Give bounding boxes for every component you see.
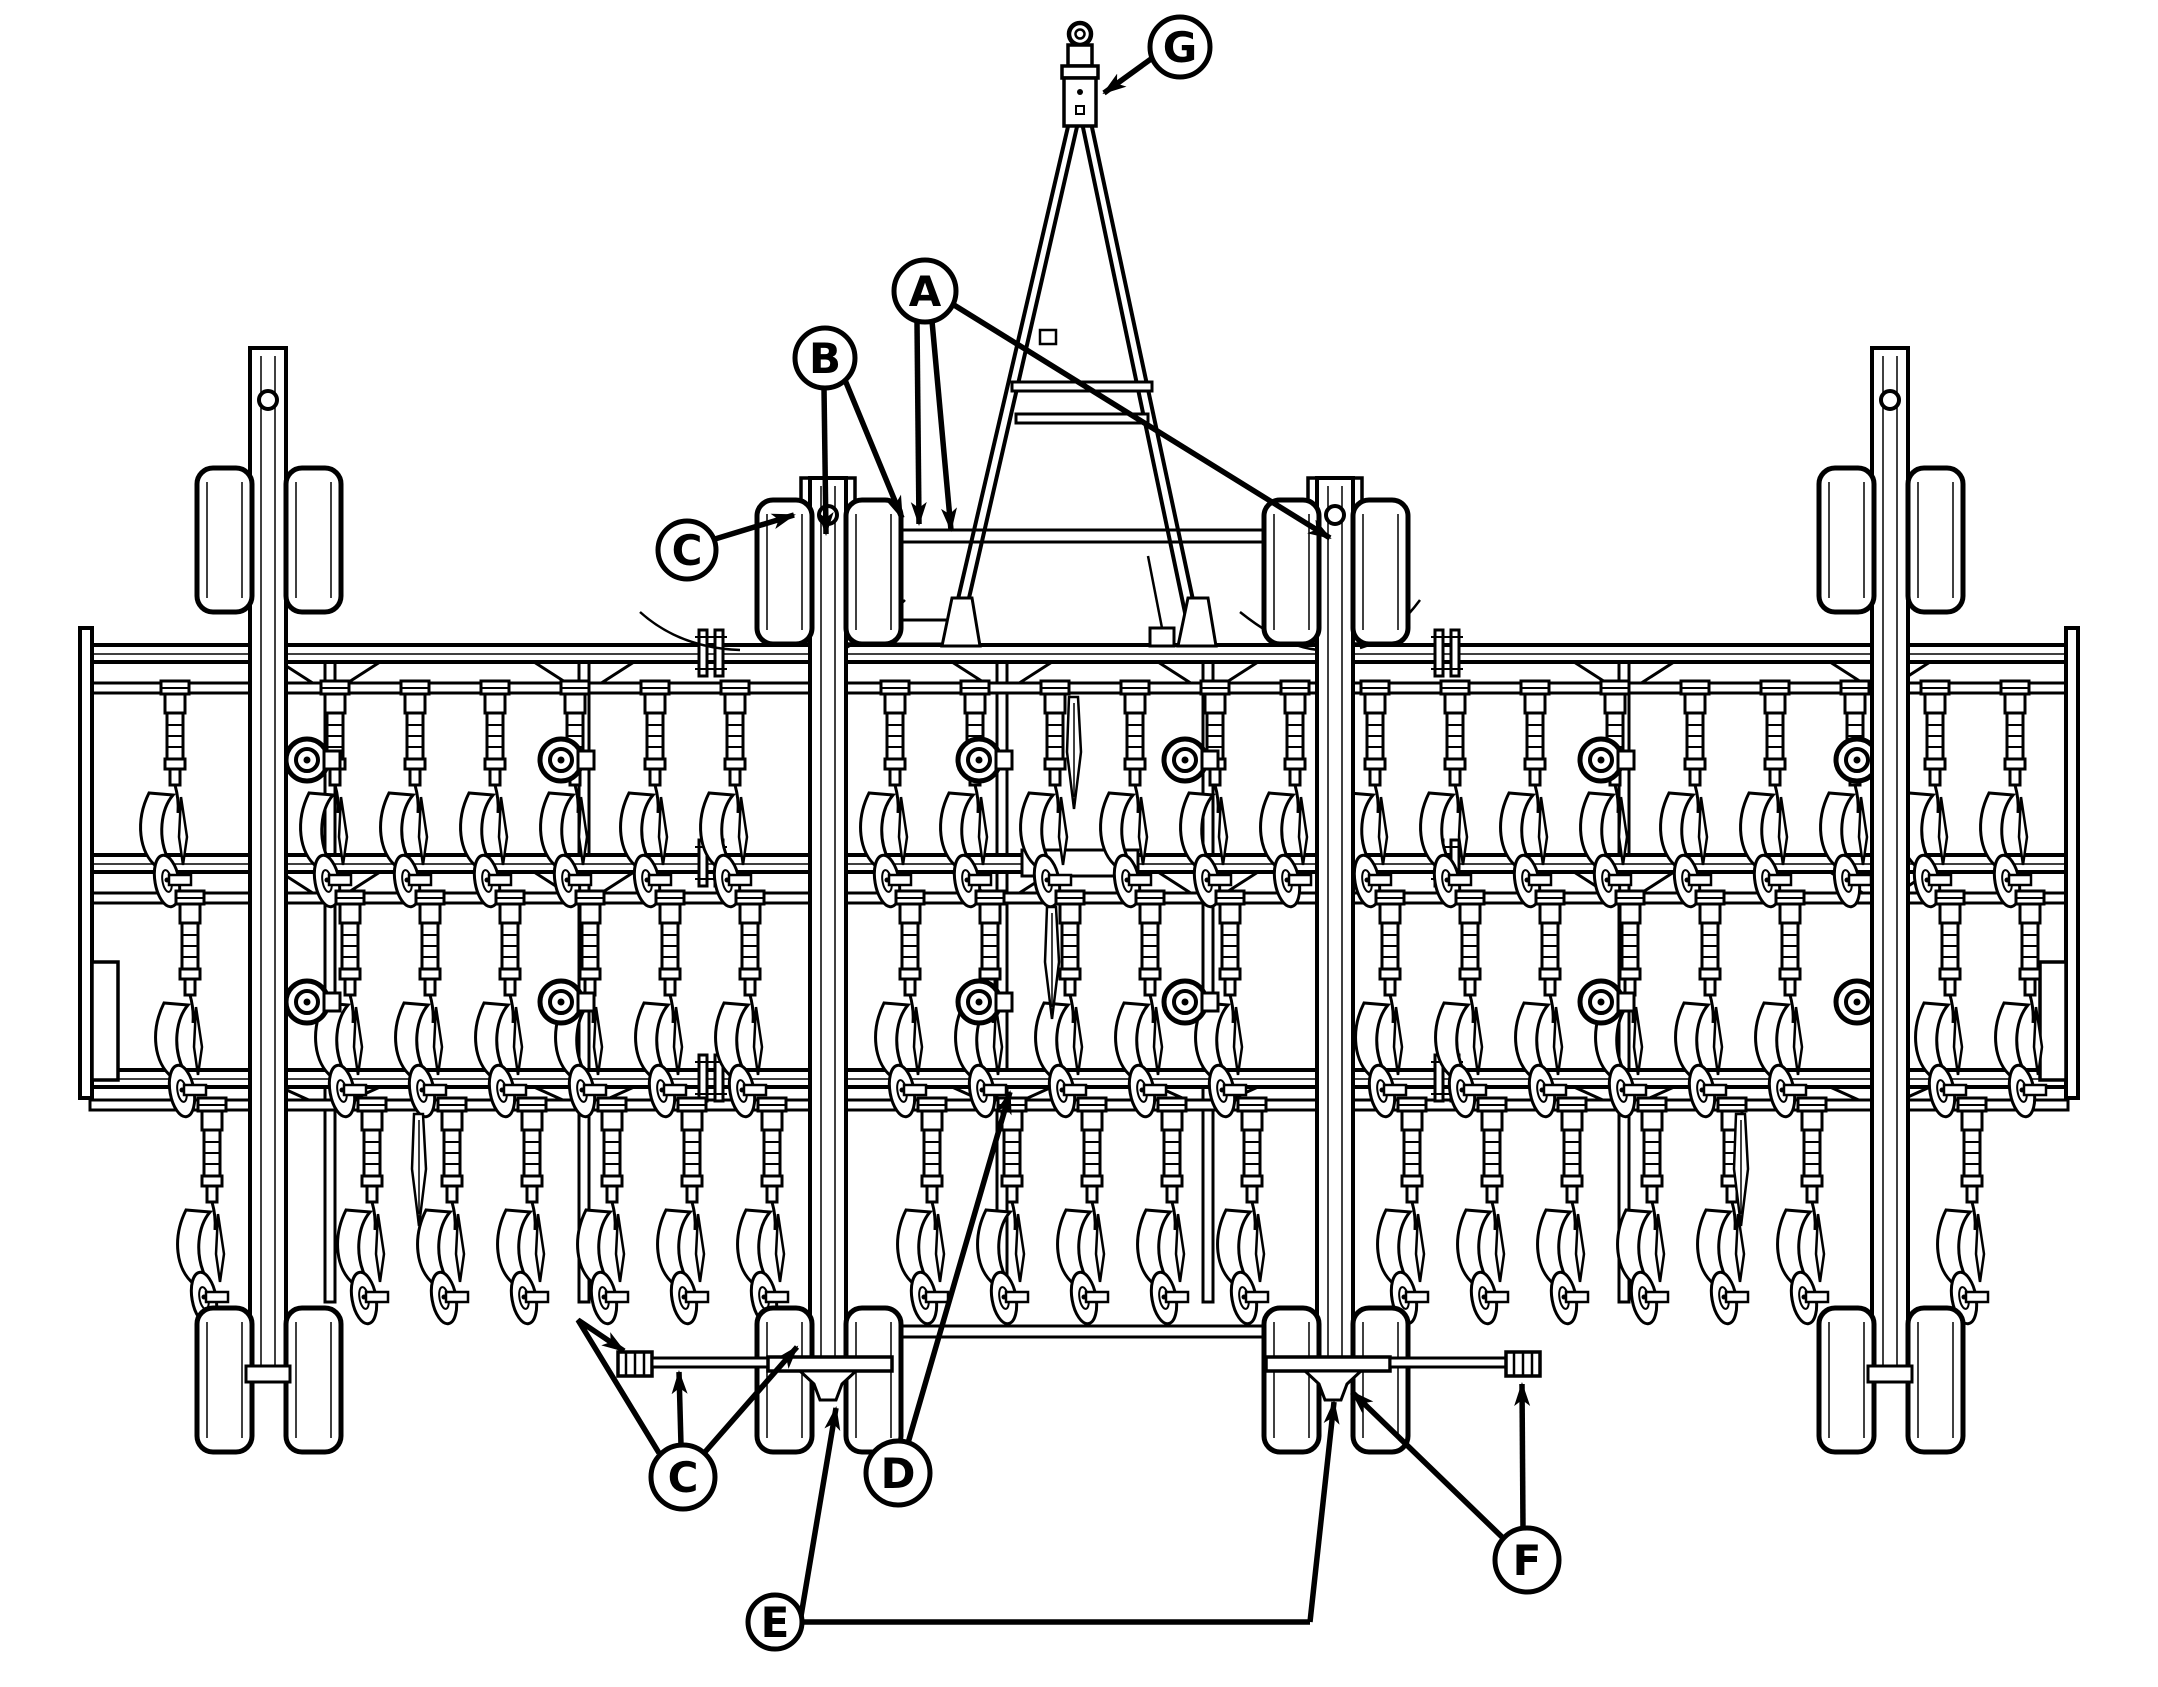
callout-e: E [745, 1592, 805, 1652]
leader-d [905, 1090, 1013, 1444]
callout-d-label: D [881, 1449, 916, 1498]
leader-c-lower-2 [671, 1370, 688, 1446]
callout-c-upper: C [655, 518, 719, 582]
callout-g-label: G [1163, 23, 1197, 72]
callout-f: F [1492, 1525, 1562, 1595]
gauge-hubs [286, 739, 1890, 1023]
shank-assemblies [139, 679, 2048, 1328]
leader-a2 [929, 320, 957, 532]
wing-end-plates [78, 626, 2080, 1100]
leader-e2 [1307, 1400, 1340, 1623]
callout-b-label: B [809, 334, 841, 383]
callout-c-lower-label: C [668, 1453, 699, 1502]
leader-b1 [817, 387, 834, 536]
leader-a1 [910, 321, 927, 526]
leader-g [1102, 56, 1153, 96]
wheel-adjusting-rods [244, 1350, 1914, 1402]
leader-c-lower-3 [702, 1345, 800, 1454]
leader-c-upper [714, 512, 796, 542]
callout-e-label: E [761, 1598, 790, 1647]
callout-d: D [863, 1438, 933, 1508]
leader-b2 [842, 378, 905, 520]
hitch-a-frame [940, 20, 1218, 648]
callout-c-upper-label: C [672, 526, 703, 575]
callouts: G A B C C D E F [648, 14, 1562, 1652]
callout-a-label: A [909, 267, 942, 316]
leader-c-lower-1 [575, 1317, 662, 1455]
callout-a: A [891, 257, 959, 325]
callout-f-label: F [1513, 1536, 1542, 1585]
callout-g: G [1147, 14, 1213, 80]
leader-a3 [952, 302, 1332, 541]
leader-f1 [1514, 1382, 1531, 1529]
leader-e1 [797, 1406, 841, 1623]
callout-b: B [792, 325, 858, 391]
wheel-lift-beams [248, 346, 1910, 1380]
callout-c-lower: C [648, 1442, 718, 1512]
leader-f2 [1350, 1390, 1504, 1539]
leader-lines [575, 56, 1531, 1625]
